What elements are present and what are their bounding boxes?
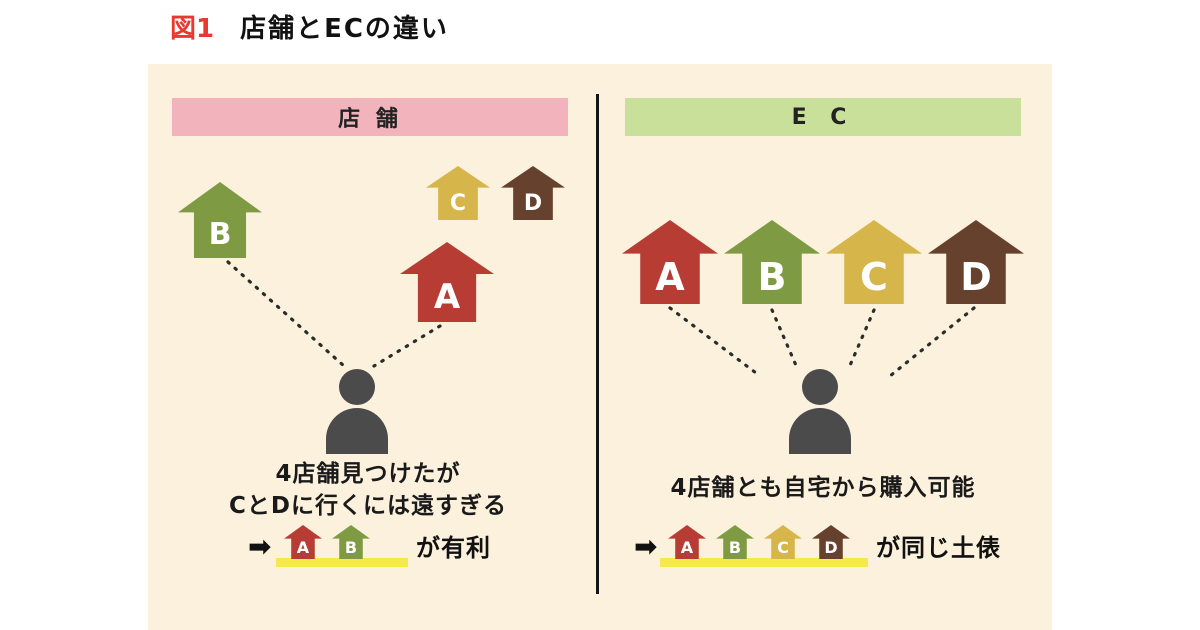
person-body <box>326 408 388 454</box>
store-section-header: 店 舗 <box>172 98 568 136</box>
house-letter: A <box>655 255 685 299</box>
person-body <box>789 408 851 454</box>
house-letter: D <box>824 538 838 557</box>
dotted-line-store-a <box>372 324 442 368</box>
ec-person-icon <box>789 369 851 454</box>
ec-highlight-bar <box>660 558 868 567</box>
ec-result-house-a-icon: A <box>668 525 706 559</box>
house-letter: C <box>449 191 467 216</box>
dotted-line-ec-c <box>846 308 876 372</box>
section-divider <box>596 94 599 594</box>
ec-result-arrow-icon: ➡ <box>634 530 658 563</box>
dotted-line-ec-d <box>888 306 976 378</box>
store-house-b-icon: B <box>178 182 262 258</box>
diagram-panel: 店 舗 E C B C D A A <box>148 64 1052 630</box>
store-house-c-icon: C <box>426 166 490 220</box>
ec-result-house-c-icon: C <box>764 525 802 559</box>
store-caption-line1: 4店舗見つけたが <box>275 461 461 487</box>
figure-label: 図1 <box>170 14 215 44</box>
dotted-line-store-b <box>226 260 346 368</box>
house-letter: B <box>344 538 358 557</box>
ec-result-house-b-icon: B <box>716 525 754 559</box>
ec-house-d-icon: D <box>928 220 1024 304</box>
figure-title: 店舗とECの違い <box>240 14 449 44</box>
store-result-house-b-icon: B <box>332 525 370 559</box>
store-caption-line2: CとDに行くには遠すぎる <box>229 493 507 519</box>
ec-result-house-d-icon: D <box>812 525 850 559</box>
store-house-a-icon: A <box>400 242 494 322</box>
house-letter: A <box>680 538 694 557</box>
ec-result-text: が同じ土俵 <box>876 534 1001 562</box>
house-letter: C <box>860 255 888 299</box>
store-result-house-a-icon: A <box>284 525 322 559</box>
ec-caption: 4店舗とも自宅から購入可能 <box>670 475 976 501</box>
store-result-arrow-icon: ➡ <box>248 530 272 563</box>
house-letter: B <box>757 255 787 299</box>
figure-heading: 図1 店舗とECの違い <box>170 8 449 45</box>
store-result-text: が有利 <box>416 534 491 562</box>
house-letter: A <box>433 277 461 317</box>
house-letter: C <box>777 538 789 557</box>
person-head <box>339 369 375 405</box>
person-head <box>802 369 838 405</box>
house-letter: A <box>296 538 310 557</box>
dotted-line-ec-b <box>770 308 800 372</box>
house-letter: B <box>728 538 742 557</box>
house-letter: D <box>960 255 992 299</box>
house-letter: B <box>208 217 232 252</box>
dotted-line-ec-a <box>668 306 762 378</box>
store-highlight-bar <box>276 558 408 567</box>
ec-house-b-icon: B <box>724 220 820 304</box>
ec-house-c-icon: C <box>826 220 922 304</box>
ec-house-a-icon: A <box>622 220 718 304</box>
store-house-d-icon: D <box>501 166 565 220</box>
house-letter: D <box>523 191 543 216</box>
store-person-icon <box>326 369 388 454</box>
ec-section-header: E C <box>625 98 1021 136</box>
